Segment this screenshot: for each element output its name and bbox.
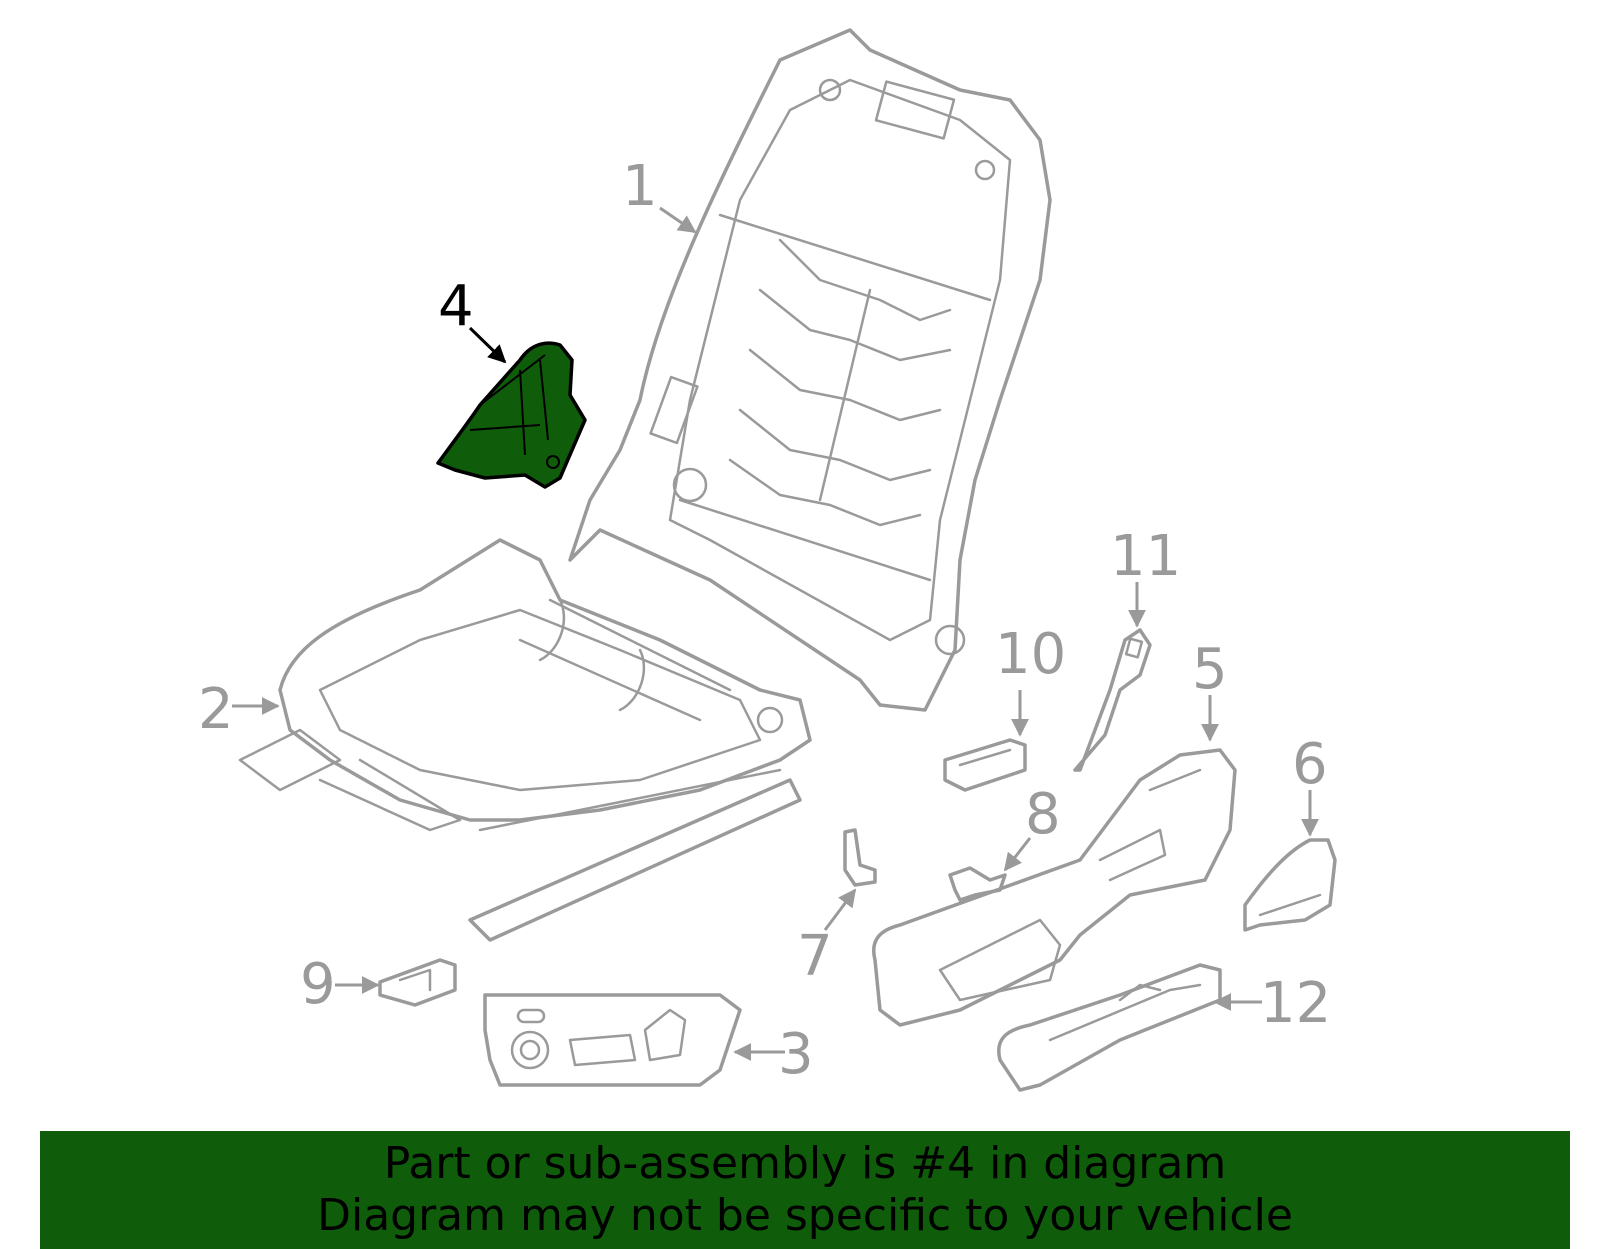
part-6-cap <box>1243 838 1337 932</box>
callout-1: 1 <box>622 154 658 219</box>
callout-8: 8 <box>1025 782 1061 847</box>
callout-9: 9 <box>300 952 336 1017</box>
part-8-clip <box>948 866 1007 902</box>
part-5-side-trim <box>872 748 1237 1027</box>
part-9-bracket <box>378 958 457 1007</box>
part-11-lever <box>1073 628 1152 772</box>
part-2-seat-cushion-frame <box>238 538 812 942</box>
part-4-highlighted-cover <box>436 341 587 489</box>
callout-6: 6 <box>1292 732 1328 797</box>
part-12-rail-trim <box>997 963 1222 1092</box>
callout-3: 3 <box>778 1022 814 1087</box>
callout-10: 10 <box>995 622 1066 687</box>
callout-11: 11 <box>1110 524 1181 589</box>
part-10-bracket <box>943 738 1027 792</box>
banner-line-2: Diagram may not be specific to your vehi… <box>317 1190 1293 1241</box>
callout-7: 7 <box>797 924 833 989</box>
part-7-clip <box>843 828 877 887</box>
banner-line-1: Part or sub-assembly is #4 in diagram <box>383 1138 1227 1189</box>
callout-5: 5 <box>1192 637 1228 702</box>
part-1-seat-back-frame <box>568 28 1052 712</box>
callout-4: 4 <box>438 274 474 339</box>
callout-12: 12 <box>1260 971 1331 1036</box>
part-4-shape <box>436 341 587 489</box>
info-banner: Part or sub-assembly is #4 in diagram Di… <box>40 1131 1570 1249</box>
callout-2: 2 <box>198 677 234 742</box>
part-3-switch-panel <box>483 993 742 1087</box>
